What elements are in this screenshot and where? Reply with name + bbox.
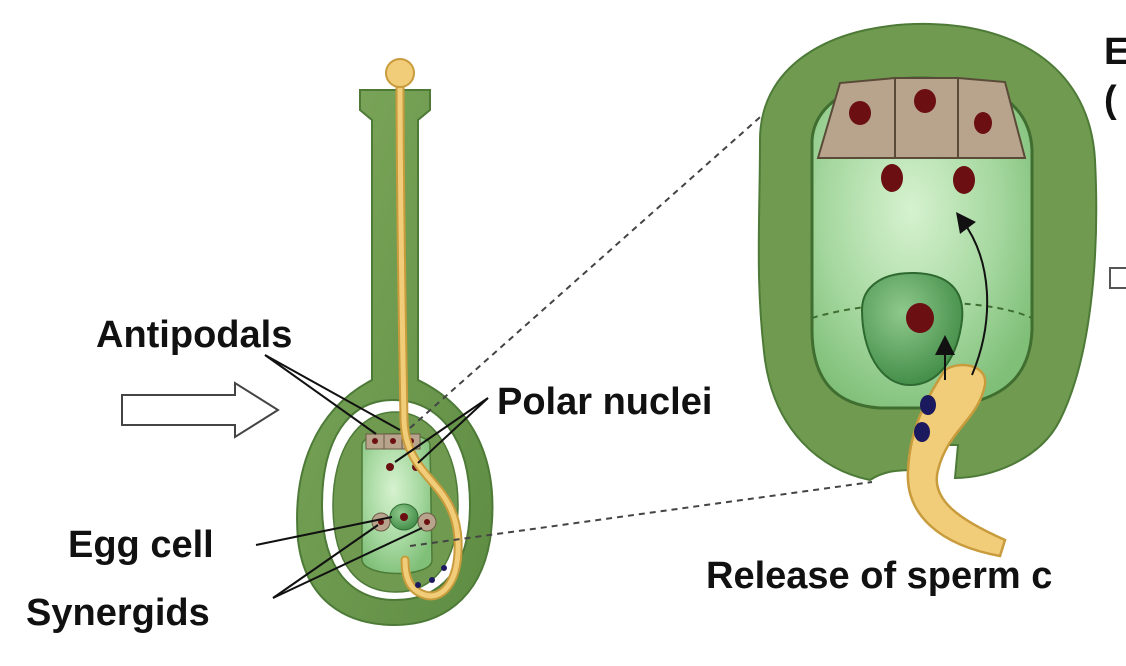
enlarged-ovule <box>757 22 1098 558</box>
outlined-right-arrow-icon <box>121 381 280 439</box>
sperm-nucleus-2 <box>914 422 930 442</box>
sperm-nucleus-1 <box>920 395 936 415</box>
label-synergids: Synergids <box>26 592 210 634</box>
label-egg-cell: Egg cell <box>68 524 214 566</box>
egg-nucleus-small <box>400 513 408 521</box>
antipodal-cells-large <box>816 76 1027 159</box>
zoom-line-bottom <box>409 481 873 547</box>
label-antipodals: Antipodals <box>96 314 292 356</box>
zoom-line-top <box>409 54 831 429</box>
polar-nucleus-small-1 <box>386 463 394 471</box>
label-fragment-top: E <box>1104 31 1126 73</box>
polar-nucleus-large-1 <box>881 164 903 192</box>
polar-nucleus-large-2 <box>953 166 975 194</box>
small-ovule <box>296 58 494 627</box>
label-release-of-sperm: Release of sperm c <box>706 555 1052 597</box>
pollen-grain <box>385 58 415 88</box>
egg-nucleus-large <box>906 303 934 333</box>
curved-arrow-icon <box>956 211 989 376</box>
label-polar-nuclei: Polar nuclei <box>497 381 712 423</box>
leader-lines <box>255 354 489 599</box>
embryo-sac-small <box>361 433 433 575</box>
partial-box <box>1109 267 1126 289</box>
label-fragment-paren: ( <box>1104 79 1117 121</box>
